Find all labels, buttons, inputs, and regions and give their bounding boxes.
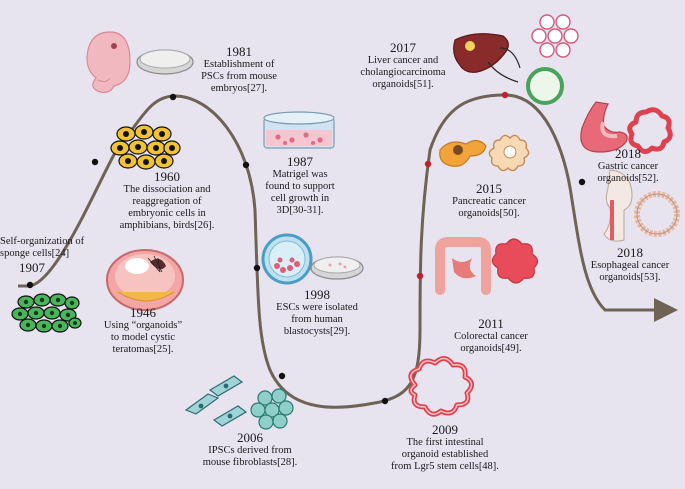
event-1907-line: Self-organization of: [0, 236, 85, 247]
event-2017-line: organoids[51].: [372, 79, 434, 90]
event-1981-line: PSCs from mouse: [201, 71, 277, 82]
gastric-organoid-icon: [627, 107, 673, 154]
event-1987-line: Matrigel was: [272, 169, 328, 180]
event-1998-line: blastocysts[29].: [283, 326, 351, 337]
event-1987-line: 3D[30-31].: [276, 205, 324, 216]
event-2011-line: organoids[49].: [460, 343, 522, 354]
event-2017-label: 2017 Liver cancer and cholangiocarcinoma…: [348, 40, 458, 91]
event-1946-line: teratomas[25].: [112, 344, 174, 355]
event-2015-line: organoids[50].: [458, 208, 520, 219]
embryonic-cells-icon: [110, 124, 181, 170]
sponge-cells-icon: [11, 293, 82, 333]
event-2006-line: mouse fibroblasts[28].: [202, 457, 298, 468]
event-2018-esophageal-line: organoids[53].: [599, 272, 661, 283]
ipsc-cluster-icon: [250, 388, 294, 430]
event-2015-label: 2015 Pancreatic cancer organoids[50].: [434, 181, 544, 220]
dot-2017: [501, 91, 509, 99]
event-2018-gastric-year: 2018: [615, 146, 641, 161]
event-2017-year: 2017: [390, 40, 416, 55]
event-2018-esophageal-label: 2018 Esophageal cancer organoids[53].: [578, 245, 682, 284]
dot-1960: [91, 158, 99, 166]
dot-2011: [416, 272, 424, 280]
dot-2006: [278, 372, 286, 380]
esophageal-organoid-icon: [634, 191, 680, 237]
matrigel-dish-icon: [263, 111, 335, 149]
event-1998-line: from human: [291, 314, 343, 325]
colon-icon: [435, 237, 491, 295]
event-1981-line: Establishment of: [203, 59, 275, 70]
event-2018-gastric-line: organoids[52].: [597, 173, 659, 184]
dot-1907: [26, 281, 34, 289]
event-2018-esophageal-line: Esophageal cancer: [590, 260, 670, 271]
event-1946-line: Using “organoids”: [103, 320, 183, 331]
petri-dish-icon: [310, 256, 364, 280]
event-2018-esophageal-year: 2018: [617, 245, 643, 260]
mouse-embryo-icon: [86, 31, 131, 93]
event-1946-line: to model cystic: [110, 332, 176, 343]
event-1960-line: The dissociation and: [123, 184, 211, 195]
event-1987-year: 1987: [287, 154, 313, 169]
event-2018-gastric-label: 2018 Gastric cancer organoids[52].: [578, 146, 678, 185]
event-2011-label: 2011 Colorectal cancer organoids[49].: [436, 316, 546, 355]
dot-2015: [424, 160, 432, 168]
dot-1987: [242, 161, 250, 169]
event-1981-label: 1981 Establishment of PSCs from mouse em…: [184, 44, 294, 95]
event-2009-line: from Lgr5 stem cells[48].: [391, 461, 499, 472]
event-1981-line: embryos[27].: [210, 83, 268, 94]
event-1960-line: reaggregation of: [132, 196, 202, 207]
event-1987-label: 1987 Matrigel was found to support cell …: [250, 154, 350, 217]
dot-1981: [169, 93, 177, 101]
event-1960-line: embryonic cells in: [128, 208, 206, 219]
event-2018-gastric-line: Gastric cancer: [597, 161, 659, 172]
dot-2009: [381, 397, 389, 405]
event-2006-line: IPSCs derived from: [208, 445, 292, 456]
event-2009-year: 2009: [432, 422, 458, 437]
event-2009-line: organoid established: [401, 449, 489, 460]
event-1998-line: ESCs were isolated: [276, 302, 358, 313]
event-2011-line: Colorectal cancer: [454, 331, 528, 342]
event-1960-year: 1960: [154, 169, 180, 184]
event-1981-year: 1981: [226, 44, 252, 59]
event-1946-label: 1946 Using “organoids” to model cystic t…: [88, 305, 198, 356]
esophagus-icon: [603, 169, 633, 242]
milestone-dots: [26, 91, 586, 405]
dot-1998: [253, 264, 261, 272]
event-2015-year: 2015: [476, 181, 502, 196]
event-2011-year: 2011: [478, 316, 504, 331]
event-2006-year: 2006: [237, 430, 263, 445]
event-1998-year: 1998: [304, 287, 330, 302]
event-2009-line: The first intestinal: [406, 437, 484, 448]
event-1960-label: 1960 The dissociation and reaggregation …: [92, 169, 242, 232]
event-1907-label: Self-organization of sponge cells[24] 19…: [0, 236, 85, 275]
event-2006-label: 2006 IPSCs derived from mouse fibroblast…: [190, 430, 310, 469]
timeline-curve: [18, 93, 655, 409]
pancreas-icon: [439, 139, 487, 167]
event-2015-line: Pancreatic cancer: [452, 196, 526, 207]
event-2017-line: Liver cancer and: [367, 55, 439, 66]
pancreatic-organoid-icon: [488, 134, 530, 172]
dot-2018: [578, 178, 586, 186]
event-1960-line: amphibians, birds[26].: [119, 220, 215, 231]
liver-organoid-icon: [526, 14, 579, 105]
event-2009-label: 2009 The first intestinal organoid estab…: [375, 422, 515, 473]
event-2017-line: cholangiocarcinoma: [360, 67, 446, 78]
event-1987-line: cell growth in: [270, 193, 330, 204]
event-1946-year: 1946: [130, 305, 156, 320]
blastocyst-icon: [261, 233, 313, 285]
event-1907-line: sponge cells[24]: [0, 248, 70, 259]
intestinal-organoid-icon: [408, 356, 474, 417]
event-1998-label: 1998 ESCs were isolated from human blast…: [262, 287, 372, 338]
colorectal-organoid-icon: [491, 238, 539, 284]
teratoma-icon: [106, 249, 184, 311]
event-1987-line: found to support: [265, 181, 335, 192]
liver-icon: [453, 33, 521, 83]
stomach-icon: [580, 101, 628, 153]
fibroblast-icon: [184, 375, 248, 427]
petri-dish-icon: [136, 49, 194, 75]
timeline-arrowhead: [654, 298, 678, 322]
event-1907-year: 1907: [19, 260, 45, 275]
